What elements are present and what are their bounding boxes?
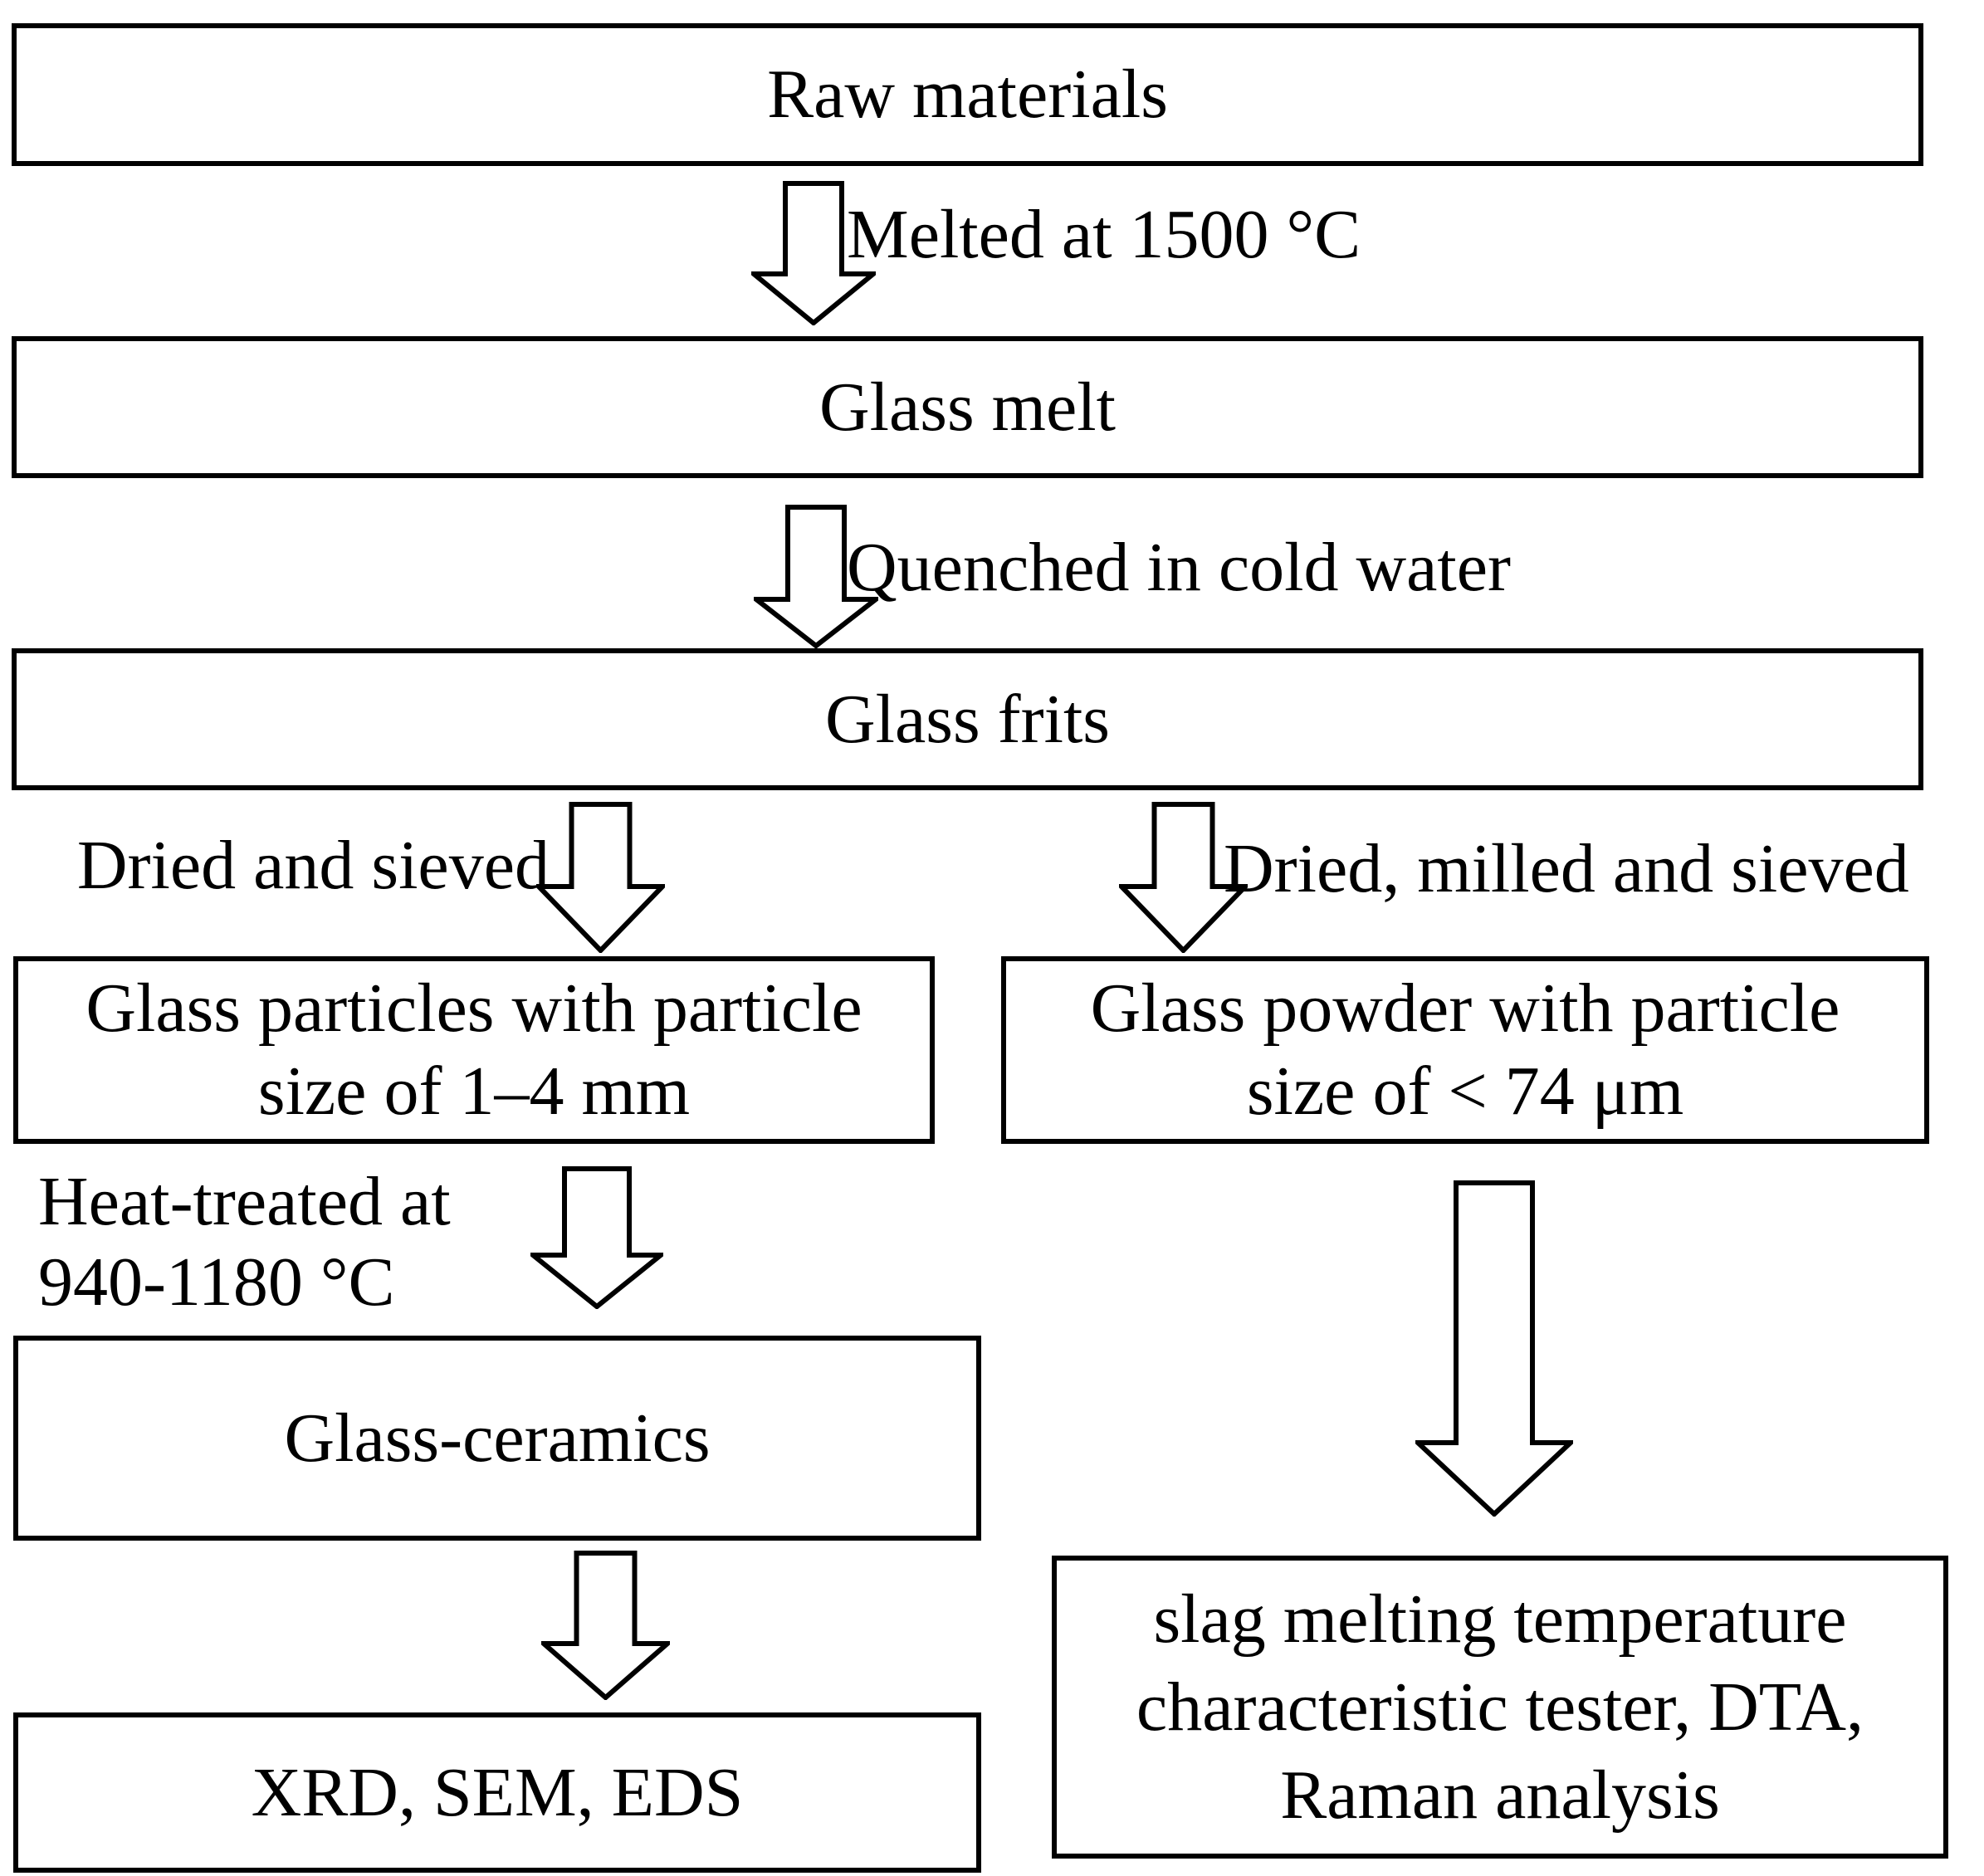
down-arrow-heat-treated-icon	[530, 1166, 663, 1309]
box-glass-powder-line1: Glass powder with particle	[1090, 970, 1840, 1047]
label-dried-sieved: Dried and sieved	[76, 827, 550, 904]
box-raw-materials: Raw materials	[12, 23, 1923, 166]
box-glass-powder-line2: size of < 74 μm	[1246, 1053, 1684, 1130]
down-arrow-ceramics-analysis-icon	[541, 1551, 670, 1700]
box-slag-analysis-line1: slag melting temperature	[1153, 1580, 1847, 1658]
box-glass-melt-label: Glass melt	[819, 368, 1116, 446]
box-raw-materials-label: Raw materials	[767, 56, 1168, 133]
down-arrow-shape	[754, 505, 878, 648]
down-arrow-dried-milled-sieved-icon	[1119, 802, 1248, 953]
box-glass-particles: Glass particles with particle size of 1–…	[13, 956, 935, 1144]
box-glass-powder: Glass powder with particle size of < 74 …	[1001, 956, 1929, 1144]
box-glass-particles-line1: Glass particles with particle	[86, 970, 863, 1047]
label-quenched: Quenched in cold water	[847, 529, 1512, 606]
down-arrow-shape	[751, 181, 876, 325]
box-glass-frits-label: Glass frits	[825, 680, 1110, 758]
box-xrd-sem-eds-label: XRD, SEM, EDS	[251, 1753, 744, 1831]
down-arrow-shape	[1415, 1180, 1573, 1517]
box-slag-analysis-line3: Raman analysis	[1280, 1756, 1720, 1834]
box-slag-analysis-line2: characteristic tester, DTA,	[1136, 1668, 1864, 1746]
box-glass-particles-line2: size of 1–4 mm	[257, 1053, 691, 1130]
label-dried-milled-sieved: Dried, milled and sieved	[1224, 830, 1909, 907]
label-heat-treated-line2: 940-1180 °C	[38, 1243, 395, 1321]
label-melted: Melted at 1500 °C	[847, 196, 1361, 273]
down-arrow-powder-analysis-icon	[1415, 1180, 1573, 1517]
box-glass-ceramics-label: Glass-ceramics	[284, 1399, 711, 1477]
down-arrow-quenched-icon	[754, 505, 878, 648]
down-arrow-shape	[1119, 802, 1248, 953]
down-arrow-shape	[541, 1551, 670, 1700]
box-glass-frits: Glass frits	[12, 648, 1923, 790]
down-arrow-shape	[536, 802, 665, 953]
box-slag-analysis: slag melting temperature characteristic …	[1052, 1556, 1948, 1859]
box-xrd-sem-eds: XRD, SEM, EDS	[13, 1712, 981, 1873]
box-glass-ceramics: Glass-ceramics	[13, 1336, 981, 1541]
down-arrow-dried-sieved-icon	[536, 802, 665, 953]
down-arrow-shape	[530, 1166, 663, 1309]
down-arrow-melted-icon	[751, 181, 876, 325]
label-heat-treated: Heat-treated at 940-1180 °C	[38, 1161, 451, 1322]
label-heat-treated-line1: Heat-treated at	[38, 1163, 451, 1240]
box-glass-melt: Glass melt	[12, 336, 1923, 478]
